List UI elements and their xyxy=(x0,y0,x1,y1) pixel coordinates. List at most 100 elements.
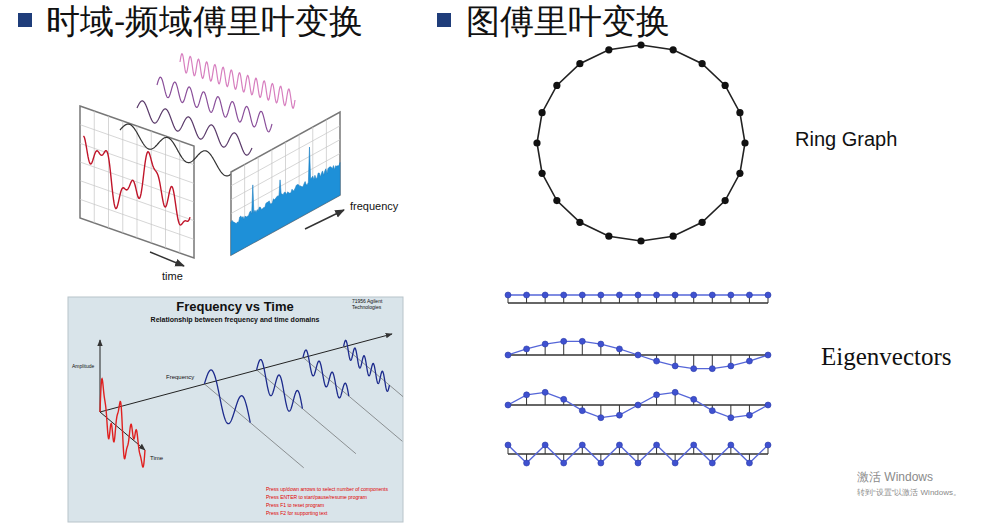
graph-vertex xyxy=(637,41,644,48)
sample-dot xyxy=(524,292,530,298)
sample-dot xyxy=(579,442,585,448)
sample-dot xyxy=(616,346,622,352)
sample-dot xyxy=(505,352,511,358)
graph-vertex xyxy=(605,233,612,240)
graph-vertex xyxy=(736,170,743,177)
eigenvector-strip xyxy=(505,389,771,420)
graph-vertex xyxy=(576,60,583,67)
time-panel xyxy=(80,106,194,258)
sample-dot xyxy=(635,460,641,466)
sample-dot xyxy=(654,292,660,298)
eigenvector-curve xyxy=(508,392,768,417)
slide-heading: 图傅里叶变换 xyxy=(466,2,670,41)
sample-dot xyxy=(746,358,752,364)
frequency-panel xyxy=(231,112,340,255)
sample-dot xyxy=(598,415,604,421)
sample-dot xyxy=(728,415,734,421)
sample-dot xyxy=(765,352,771,358)
screenshot-ground xyxy=(68,297,403,522)
screenshot-subtitle: Relationship between frequency and time … xyxy=(100,316,370,324)
leader-line xyxy=(257,370,356,454)
ring-graph xyxy=(533,41,748,244)
time-signal xyxy=(83,136,190,225)
graph-vertex xyxy=(538,170,545,177)
graph-vertex xyxy=(722,197,729,204)
sample-dot xyxy=(561,396,567,402)
ring-edges xyxy=(537,45,745,241)
axis-label: time xyxy=(162,270,183,283)
time-frequency-figure xyxy=(80,54,344,266)
graph-vertex xyxy=(576,219,583,226)
sample-dot xyxy=(672,292,678,298)
axis-arrow xyxy=(150,252,184,266)
sample-dot xyxy=(765,402,771,408)
sample-dot xyxy=(616,412,622,418)
leader-line xyxy=(344,346,403,430)
figure-label: Ring Graph xyxy=(795,128,897,151)
sample-dot xyxy=(524,346,530,352)
axis-label: frequency xyxy=(350,200,398,213)
graph-vertex xyxy=(736,109,743,116)
spectrum xyxy=(231,147,340,255)
sample-dot xyxy=(654,358,660,364)
sample-dot xyxy=(672,389,678,395)
instruction-note: Press F1 to reset program xyxy=(266,503,324,509)
sample-dot xyxy=(561,460,567,466)
sample-dot xyxy=(709,292,715,298)
sample-dot xyxy=(691,366,697,372)
sample-dot xyxy=(691,292,697,298)
sine-component xyxy=(120,124,235,176)
sample-dot xyxy=(746,460,752,466)
frequency-axis xyxy=(100,334,392,412)
sample-dot xyxy=(728,292,734,298)
grid-line xyxy=(80,199,194,239)
eigenvector-plots xyxy=(505,292,771,466)
graph-vertex xyxy=(670,233,677,240)
sample-dot xyxy=(579,292,585,298)
sample-dot xyxy=(635,402,641,408)
sine-component xyxy=(157,77,272,132)
sample-dot xyxy=(616,292,622,298)
sample-dot xyxy=(542,442,548,448)
sample-dot xyxy=(672,460,678,466)
sample-dot xyxy=(635,292,641,298)
graph-vertex xyxy=(553,82,560,89)
axis-arrow xyxy=(305,210,344,229)
grid-line xyxy=(80,162,194,202)
graph-vertex xyxy=(533,139,540,146)
graph-vertex xyxy=(699,219,706,226)
graph-vertex xyxy=(670,46,677,53)
eigenvector-strip xyxy=(505,338,771,371)
screenshot-plot xyxy=(100,334,403,468)
sample-dot xyxy=(654,392,660,398)
credit-note: 71956 Agilent Technologies xyxy=(352,299,398,311)
screenshot-title: Frequency vs Time xyxy=(120,300,350,315)
sine-component xyxy=(180,54,295,109)
axis-label: Amplitude xyxy=(72,364,94,370)
sample-dot xyxy=(728,442,734,448)
sample-dot xyxy=(542,389,548,395)
eigenvector-curve xyxy=(508,341,768,368)
screenshot xyxy=(68,297,443,522)
instruction-note: Press up/down arrows to select number of… xyxy=(266,487,388,493)
sample-dot xyxy=(561,292,567,298)
eigenvector-strip xyxy=(505,292,771,303)
sample-dot xyxy=(561,338,567,344)
sample-dot xyxy=(542,292,548,298)
sample-dot xyxy=(765,442,771,448)
sample-dot xyxy=(505,442,511,448)
sample-dot xyxy=(709,460,715,466)
instruction-note: Press F2 for supporting text xyxy=(266,511,327,517)
frequency-component xyxy=(257,360,303,412)
frequency-component xyxy=(303,350,349,398)
sample-dot xyxy=(579,408,585,414)
eigenvector-strip xyxy=(505,442,771,466)
graph-vertex xyxy=(741,139,748,146)
sample-dot xyxy=(505,402,511,408)
axis-label: Time xyxy=(150,455,163,462)
sample-dot xyxy=(598,292,604,298)
graph-vertex xyxy=(605,46,612,53)
heading-bullet xyxy=(437,13,451,27)
